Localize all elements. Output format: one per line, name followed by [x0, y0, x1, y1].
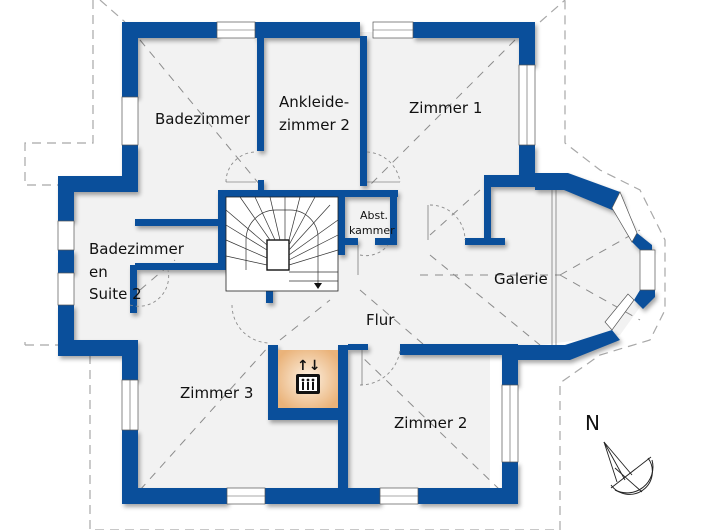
windows: [57, 21, 656, 505]
room-label-galerie: Galerie: [494, 270, 548, 288]
room-labels: Badezimmer Ankleide- zimmer 2 Zimmer 1 A…: [89, 93, 548, 432]
room-label-abstellkammer-line2: kammer: [349, 224, 395, 237]
room-label-abstellkammer-line1: Abst.: [360, 209, 388, 222]
elevator: ↑↓: [278, 350, 338, 408]
roof-outline: [24, 0, 666, 530]
north-label: N: [585, 411, 600, 435]
staircase: [225, 196, 339, 292]
elevator-icon: ↑↓: [296, 358, 320, 394]
room-label-ankleidezimmer-2-line2: zimmer 2: [279, 116, 350, 134]
room-label-en-suite-line3: Suite 2: [89, 285, 142, 303]
room-label-zimmer-3: Zimmer 3: [180, 384, 253, 402]
floor-areas: [70, 32, 645, 488]
stair-direction-arrow-icon: [314, 283, 322, 289]
room-label-zimmer-2: Zimmer 2: [394, 414, 467, 432]
room-label-zimmer-1: Zimmer 1: [409, 99, 482, 117]
svg-text:↑↓: ↑↓: [297, 358, 320, 374]
room-label-en-suite-line2: en: [89, 263, 108, 281]
room-label-badezimmer: Badezimmer: [155, 110, 251, 128]
north-arrow-icon: N: [585, 411, 654, 495]
walls: [58, 22, 655, 504]
room-diagonals: [139, 39, 641, 491]
room-label-flur: Flur: [366, 311, 395, 329]
room-label-en-suite-line1: Badezimmer: [89, 240, 185, 258]
room-label-ankleidezimmer-2-line1: Ankleide-: [279, 93, 349, 111]
